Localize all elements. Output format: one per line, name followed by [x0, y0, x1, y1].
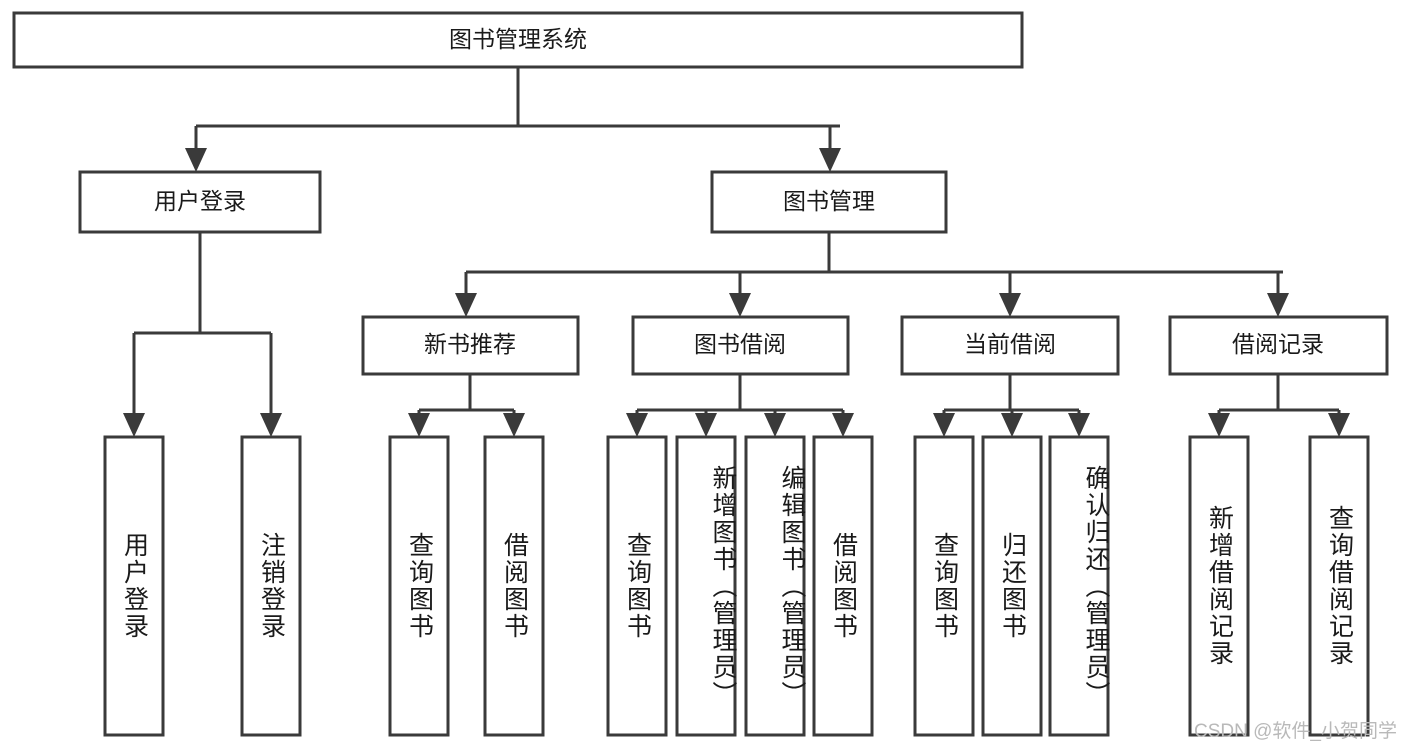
arrow-to-current-borrow: [999, 293, 1021, 317]
arrow-to-leaf-add-record: [1208, 413, 1230, 437]
node-current-borrow-box: [900, 315, 1120, 376]
node-book-borrow[interactable]: 图书借阅: [631, 315, 850, 376]
leaf-label-query-book-2: 查询图书: [623, 532, 652, 640]
arrow-to-leaf-query-record: [1328, 413, 1350, 437]
leaf-label-edit-book: 编辑图书（管理员）: [778, 464, 806, 708]
node-book-borrow-label: 图书借阅: [694, 331, 786, 357]
node-user-login-label: 用户登录: [154, 188, 246, 214]
leaf-box-borrow-book-2[interactable]: [812, 435, 874, 737]
leaf-label-user-login: 用户登录: [120, 532, 149, 640]
arrow-to-borrow-record: [1267, 293, 1289, 317]
leaf-box-query-book-1[interactable]: [388, 435, 450, 737]
leaf-label-query-record: 查询借阅记录: [1325, 505, 1354, 667]
watermark-text: CSDN @软件_小贺同学: [1194, 721, 1397, 742]
leaf-box-return-book[interactable]: [981, 435, 1043, 737]
leaf-box-edit-book[interactable]: [744, 435, 806, 737]
node-current-borrow[interactable]: 当前借阅: [900, 315, 1120, 376]
leaf-box-query-book-3[interactable]: [913, 435, 975, 737]
leaf-label-query-book-3: 查询图书: [930, 532, 959, 640]
node-book-management-label: 图书管理: [783, 188, 875, 214]
node-book-borrow-box: [631, 315, 850, 376]
leaf-label-borrow-book-2: 借阅图书: [829, 532, 858, 640]
node-borrow-record[interactable]: 借阅记录: [1168, 315, 1389, 376]
leaf-label-user-logout: 注销登录: [257, 532, 286, 640]
leaf-label-add-record: 新增借阅记录: [1205, 505, 1234, 667]
arrow-to-leaf-add-book: [695, 413, 717, 437]
node-root-system-label: 图书管理系统: [449, 26, 587, 52]
leaf-label-borrow-book-1: 借阅图书: [500, 532, 529, 640]
arrow-to-leaf-return-book: [1001, 413, 1023, 437]
arrow-to-new-book-recommend: [455, 293, 477, 317]
node-book-management[interactable]: 图书管理: [710, 170, 948, 234]
leaf-box-borrow-book-1[interactable]: [483, 435, 545, 737]
arrow-to-book-management: [819, 148, 841, 172]
leaf-box-query-book-2[interactable]: [606, 435, 668, 737]
arrow-to-leaf-query-book-1: [408, 413, 430, 437]
leaf-box-confirm-return[interactable]: [1048, 435, 1110, 737]
node-new-book-recommend-box: [361, 315, 580, 376]
leaf-label-add-book: 新增图书（管理员）: [709, 464, 737, 708]
leaf-box-add-record[interactable]: [1188, 435, 1250, 737]
leaf-label-confirm-return: 确认归还（管理员）: [1082, 464, 1110, 708]
node-root-system-box: [12, 11, 1024, 69]
arrow-to-user-login: [185, 148, 207, 172]
leaf-box-user-login[interactable]: [103, 435, 165, 737]
node-current-borrow-label: 当前借阅: [964, 331, 1056, 357]
arrow-to-leaf-borrow-book-2: [832, 413, 854, 437]
arrow-to-book-borrow: [729, 293, 751, 317]
arrow-to-leaf-user-logout: [260, 413, 282, 437]
node-borrow-record-label: 借阅记录: [1232, 331, 1324, 357]
leaf-label-query-book-1: 查询图书: [405, 532, 434, 640]
leaf-box-add-book[interactable]: [675, 435, 737, 737]
node-root-system[interactable]: 图书管理系统: [12, 11, 1024, 69]
leaf-label-return-book: 归还图书: [998, 532, 1027, 640]
arrow-to-leaf-borrow-book-1: [503, 413, 525, 437]
node-user-login[interactable]: 用户登录: [78, 170, 322, 234]
node-new-book-recommend-label: 新书推荐: [424, 331, 516, 357]
arrow-to-leaf-confirm-return: [1068, 413, 1090, 437]
arrow-to-leaf-query-book-2: [626, 413, 648, 437]
leaf-box-query-record[interactable]: [1308, 435, 1370, 737]
arrow-to-leaf-edit-book: [764, 413, 786, 437]
arrow-to-leaf-query-book-3: [933, 413, 955, 437]
leaf-box-user-logout[interactable]: [240, 435, 302, 737]
node-new-book-recommend[interactable]: 新书推荐: [361, 315, 580, 376]
arrow-to-leaf-user-login: [123, 413, 145, 437]
